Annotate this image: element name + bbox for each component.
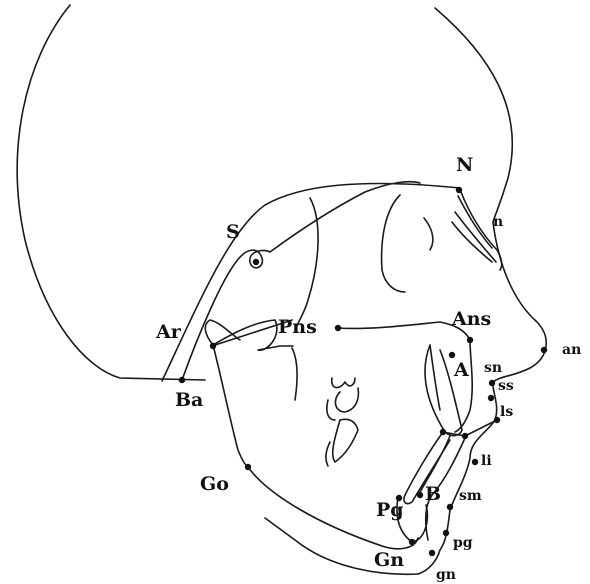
point-b xyxy=(417,492,423,498)
nasal-bone xyxy=(461,192,502,270)
label-gn-soft: gn xyxy=(436,567,456,583)
cranial-base-upper xyxy=(162,183,460,381)
molar-5 xyxy=(326,442,330,466)
label-b: B xyxy=(425,483,441,505)
point-lower-incisor-tip xyxy=(462,433,468,439)
cranial-base xyxy=(182,182,420,380)
palatal-plane xyxy=(338,322,470,340)
label-ls: ls xyxy=(500,404,513,420)
ramus-back xyxy=(213,345,248,467)
label-sm: sm xyxy=(459,488,482,504)
label-pg-soft: pg xyxy=(453,535,473,551)
point-gn-soft xyxy=(429,550,435,556)
upper-incisor-root xyxy=(430,345,440,410)
label-s: S xyxy=(226,221,240,243)
point-upper-incisor-tip xyxy=(440,429,446,435)
point-pg-soft xyxy=(443,530,449,536)
label-a: A xyxy=(453,359,469,381)
label-pg-bone: Pg xyxy=(376,499,404,521)
point-ba xyxy=(179,377,185,383)
label-n: N xyxy=(456,154,473,176)
molar-1 xyxy=(332,378,355,388)
orbit-outline xyxy=(382,195,405,292)
molar-4 xyxy=(333,419,358,462)
point-pns xyxy=(335,325,341,331)
frontal-bone xyxy=(435,8,512,222)
point-ar xyxy=(210,343,216,349)
label-gn-bone: Gn xyxy=(374,549,404,571)
point-n xyxy=(456,187,462,193)
label-go: Go xyxy=(200,473,229,495)
label-ss: ss xyxy=(498,378,514,394)
molar-2 xyxy=(335,388,358,412)
point-a xyxy=(449,352,455,358)
nasal-line-3 xyxy=(455,212,496,262)
orbit-inner xyxy=(424,218,433,250)
point-li xyxy=(472,459,478,465)
point-go xyxy=(245,464,251,470)
label-an: an xyxy=(562,342,581,358)
point-sm xyxy=(447,504,453,510)
label-li: li xyxy=(481,453,492,469)
label-n-soft: n xyxy=(493,214,503,230)
point-ans xyxy=(467,337,473,343)
coronoid xyxy=(292,348,297,400)
label-sn: sn xyxy=(484,360,502,376)
point-sn xyxy=(488,395,494,401)
label-ans: Ans xyxy=(451,308,491,330)
upper-alveolus xyxy=(455,340,472,432)
label-ar: Ar xyxy=(155,321,182,343)
point-gn-bone xyxy=(409,539,415,545)
label-ba: Ba xyxy=(175,389,203,411)
molar-3 xyxy=(327,400,335,420)
label-pns: Pns xyxy=(278,316,317,338)
point-an xyxy=(541,347,547,353)
point-s xyxy=(253,259,259,265)
pterygoid-line xyxy=(295,198,318,330)
point-ss xyxy=(489,380,495,386)
